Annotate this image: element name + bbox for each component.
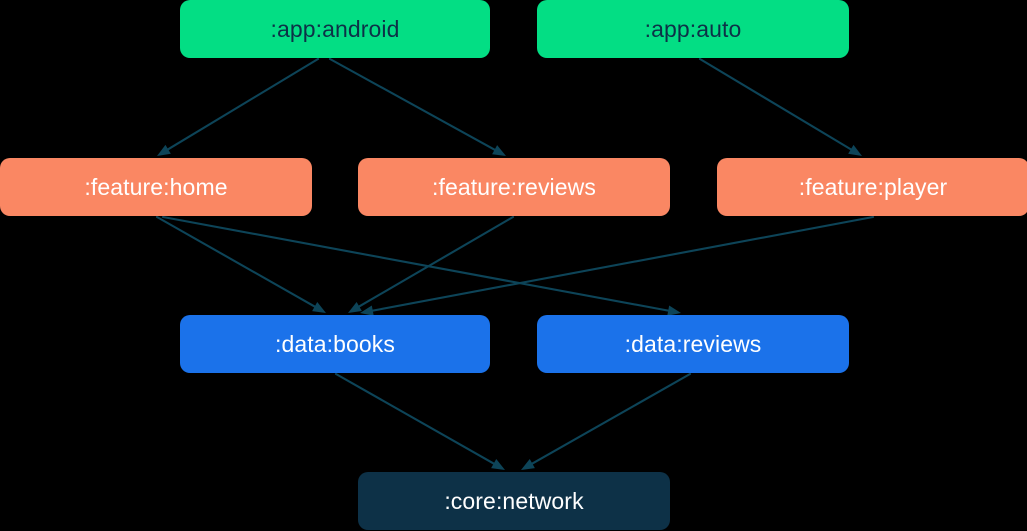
graph-edge xyxy=(521,372,692,470)
arrowhead-icon xyxy=(348,301,362,313)
graph-node-label: :feature:home xyxy=(84,173,228,200)
graph-edge xyxy=(328,57,506,156)
graph-node-label: :data:books xyxy=(274,330,396,357)
graph-node-label: :app:android xyxy=(270,15,400,42)
graph-node-data-reviews[interactable]: :data:reviews xyxy=(537,315,849,373)
graph-node-label: :data:reviews xyxy=(624,330,762,357)
graph-node-label: :feature:player xyxy=(798,173,948,200)
graph-node-app-android[interactable]: :app:android xyxy=(180,0,490,58)
graph-edge xyxy=(157,57,320,156)
graph-node-label: :feature:reviews xyxy=(432,173,596,200)
arrowhead-icon xyxy=(312,302,326,313)
arrowhead-icon xyxy=(491,459,505,470)
arrowhead-icon xyxy=(492,145,506,156)
graph-edge xyxy=(348,215,515,313)
graph-node-core-network[interactable]: :core:network xyxy=(358,472,670,530)
graph-edge xyxy=(161,215,681,316)
graph-node-label: :app:auto xyxy=(644,15,742,42)
graph-node-feature-home[interactable]: :feature:home xyxy=(0,158,312,216)
graph-edge xyxy=(698,57,862,156)
graph-node-data-books[interactable]: :data:books xyxy=(180,315,490,373)
arrowhead-icon xyxy=(157,144,171,156)
graph-node-app-auto[interactable]: :app:auto xyxy=(537,0,849,58)
arrowhead-icon xyxy=(521,459,535,470)
graph-edge xyxy=(334,372,505,470)
arrowhead-icon xyxy=(848,144,862,156)
graph-node-label: :core:network xyxy=(444,487,584,514)
graph-edge xyxy=(155,215,326,313)
graph-edge xyxy=(360,215,875,316)
graph-node-feature-reviews[interactable]: :feature:reviews xyxy=(358,158,670,216)
graph-node-feature-player[interactable]: :feature:player xyxy=(717,158,1027,216)
